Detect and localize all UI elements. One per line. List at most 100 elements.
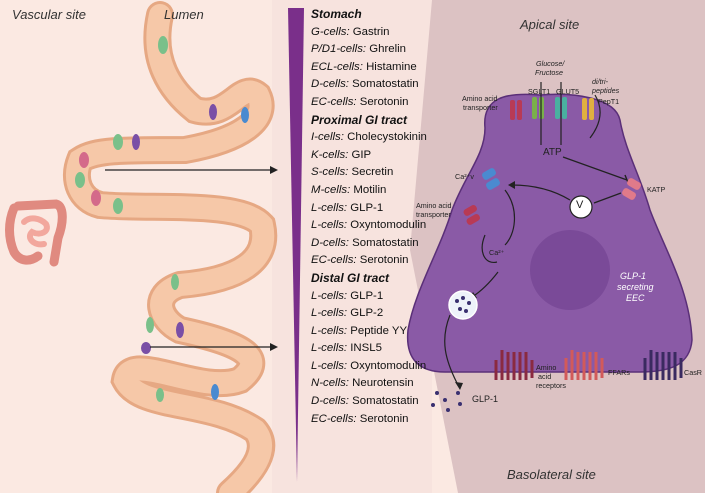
cell-type: D-cells: (311, 236, 349, 249)
section-title: Stomach (311, 7, 362, 21)
cell-type: L-cells: (311, 307, 348, 320)
amino-receptors-label-2: acid (538, 372, 552, 381)
glut5-label: GLUT5 (556, 87, 580, 96)
ca-channel-label: Ca²⁺v (455, 172, 474, 181)
cell-type: L-cells: (311, 359, 348, 372)
hormone-row: L-cells: GLP-1 (311, 288, 461, 306)
vascular-site-label: Vascular site (12, 7, 86, 22)
hormone-row: L-cells: GLP-1 (311, 200, 461, 218)
exocytosis-arrow (444, 314, 459, 386)
hormone-name: Motilin (353, 183, 387, 196)
cell-type: G-cells: (311, 25, 350, 38)
ffars-label: FFARs (608, 368, 630, 377)
side-amino-label-1: Amino acid (416, 201, 452, 210)
hormone-row: D-cells: Somatostatin (311, 76, 461, 94)
section-title: Proximal GI tract (311, 112, 408, 127)
hormone-row: D-cells: Somatostatin (311, 393, 461, 411)
hormone-name: GLP-2 (350, 307, 384, 320)
section-title: Distal GI tract (311, 270, 390, 285)
cell-type: D-cells: (311, 395, 349, 408)
cell-type: ECL-cells: (311, 60, 363, 73)
nucleus (530, 230, 610, 310)
side-amino-label-2: transporter (416, 210, 451, 219)
amino-acid-receptors (494, 350, 534, 380)
eec-cell-green (156, 388, 164, 402)
glp1-vesicle (448, 290, 478, 320)
eec-cell-green (171, 274, 179, 290)
hormone-row: I-cells: Cholecystokinin (311, 129, 461, 147)
hormone-row: N-cells: Neurotensin (311, 375, 461, 393)
v-to-cav-arrowhead (508, 181, 515, 189)
pept1-label: PepT1 (598, 97, 620, 106)
hormone-name: GLP-1 (350, 289, 384, 302)
hormone-name: Ghrelin (369, 43, 406, 56)
apical-amino-acid-transporter (510, 100, 522, 120)
ca-channel (482, 168, 500, 190)
hormone-name: GLP-1 (350, 201, 384, 214)
glucose-label-1: Glucose/ (536, 59, 565, 68)
eec-cell-purple (176, 322, 184, 338)
intestinal-villus (62, 1, 278, 493)
eec-cell-purple (141, 342, 151, 354)
hormone-name: Somatostatin (352, 236, 419, 249)
cell-type: L-cells: (311, 342, 348, 355)
apical-amino-label-1: Amino acid (462, 94, 498, 103)
intestine-icon (5, 199, 67, 267)
peptides-label-1: di/tri- (592, 77, 608, 86)
hormone-row: K-cells: GIP (311, 147, 461, 165)
cell-type: P/D1-cells: (311, 43, 367, 56)
eec-cell-blue (241, 107, 249, 123)
hormone-name: Somatostatin (352, 78, 419, 91)
eec-label-3: EEC (626, 293, 645, 303)
eec-cell-pink (79, 152, 89, 168)
cell-type: S-cells: (311, 166, 349, 179)
exocytosis-arrowhead (455, 382, 463, 390)
eec-cell-green (113, 198, 123, 214)
ffars-receptor (564, 350, 604, 380)
apical-amino-label-2: transporter (463, 103, 498, 112)
eec-cell-green (146, 317, 154, 333)
distal-arrowhead (270, 343, 278, 351)
hormone-name: Serotonin (359, 95, 409, 108)
cell-type: M-cells: (311, 183, 351, 196)
hormone-row: ECL-cells: Histamine (311, 59, 461, 77)
hormone-name: Gastrin (352, 25, 390, 38)
katp-channel (622, 178, 641, 200)
cell-type: L-cells: (311, 219, 348, 232)
sglt1-label: SGLT1 (528, 87, 551, 96)
cell-type: EC-cells: (311, 254, 357, 267)
cav-to-ca-arrow (504, 189, 516, 246)
eec-cell-green (113, 134, 123, 150)
cell-type: EC-cells: (311, 412, 357, 425)
eec-cell-green (75, 172, 85, 188)
hormone-row: EC-cells: Serotonin (311, 94, 461, 112)
amino-receptors-label-1: Amino (536, 363, 557, 372)
hormone-name: Cholecystokinin (347, 131, 427, 144)
gradient-divider (288, 8, 304, 482)
apical-site-label: Apical site (520, 17, 580, 32)
eec-cell-blue (211, 384, 219, 400)
eec-cell-green (158, 36, 168, 54)
atp-inhibit-line (562, 156, 628, 181)
katp-label: KATP (647, 185, 666, 194)
hormone-name: GIP (351, 148, 372, 161)
eec-label-1: GLP-1 (620, 271, 647, 281)
peptides-label-2: peptides (592, 86, 620, 95)
hormone-name: Histamine (366, 60, 417, 73)
katp-to-v-arrow (593, 192, 622, 204)
voltage-label: V (576, 199, 584, 211)
hormone-row: L-cells: Oxyntomodulin (311, 358, 461, 376)
eec-cell-pink (91, 190, 101, 206)
basolateral-site-label: Basolateral site (507, 467, 596, 482)
v-to-cav-arrow (511, 184, 571, 201)
voltage-circle (569, 195, 593, 219)
proximal-arrowhead (270, 166, 278, 174)
atp-label: ATP (543, 147, 562, 158)
hormone-row: L-cells: GLP-2 (311, 305, 461, 323)
cell-type: EC-cells: (311, 95, 357, 108)
cell-type: L-cells: (311, 289, 348, 302)
hormone-name: Secretin (351, 166, 394, 179)
peptide-arrow (589, 94, 601, 139)
hormone-name: INSL5 (350, 342, 382, 355)
